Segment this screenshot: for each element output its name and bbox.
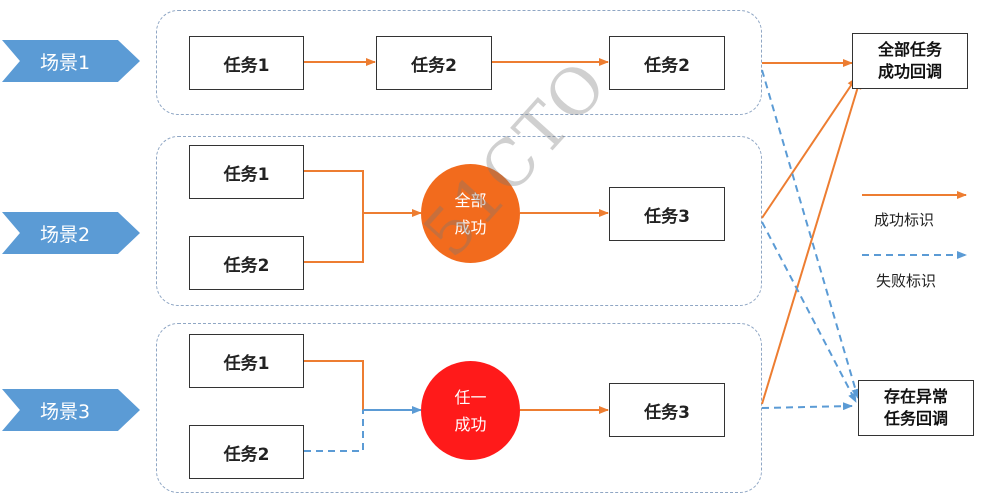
exception-callback-box: 存在异常 任务回调 [858,380,974,436]
s2-task-3: 任务3 [609,187,725,241]
s3-gate-line-1: 任一 [454,387,487,407]
s2-task-2: 任务2 [189,236,304,290]
s1-to-exception [761,69,860,399]
s2-gate-line-1: 全部 [454,190,487,210]
s2-edge-1 [304,170,364,213]
s1-task-3: 任务2 [609,36,725,90]
scene3-label: 场景3 [2,389,140,431]
s3-task-1: 任务1 [189,334,304,388]
s2-task-1: 任务1 [189,145,304,199]
s2-to-exception [761,221,857,403]
s3-task-2: 任务2 [189,425,304,479]
s1-task-2: 任务2 [376,36,492,90]
all-success-line-1: 全部任务 [877,40,942,59]
s3-edge-1 [304,360,364,410]
s3-to-success [761,79,862,405]
scene2-group [156,136,762,306]
all-success-line-2: 成功回调 [877,62,942,81]
s1-task-1: 任务1 [189,36,304,90]
legend-failure-label: 失败标识 [876,272,937,290]
scene3-group [156,323,762,493]
legend-success-label: 成功标识 [874,211,935,229]
exception-line-1: 存在异常 [883,387,948,406]
s2-to-success [761,77,857,219]
scene1-group [156,10,762,115]
s3-any-success-gate: 任一 成功 [421,361,520,460]
s3-edge-2 [304,410,364,452]
all-success-callback-box: 全部任务 成功回调 [852,33,968,89]
s3-to-exception [761,402,853,411]
s2-edge-2 [304,213,364,263]
exception-line-2: 任务回调 [883,409,948,428]
s3-gate-line-2: 成功 [454,414,487,434]
s2-all-success-gate: 全部 成功 [421,164,520,263]
s2-gate-line-2: 成功 [454,217,487,237]
scene2-label: 场景2 [2,212,140,254]
scene1-label: 场景1 [2,40,140,82]
s3-task-3: 任务3 [609,383,725,437]
